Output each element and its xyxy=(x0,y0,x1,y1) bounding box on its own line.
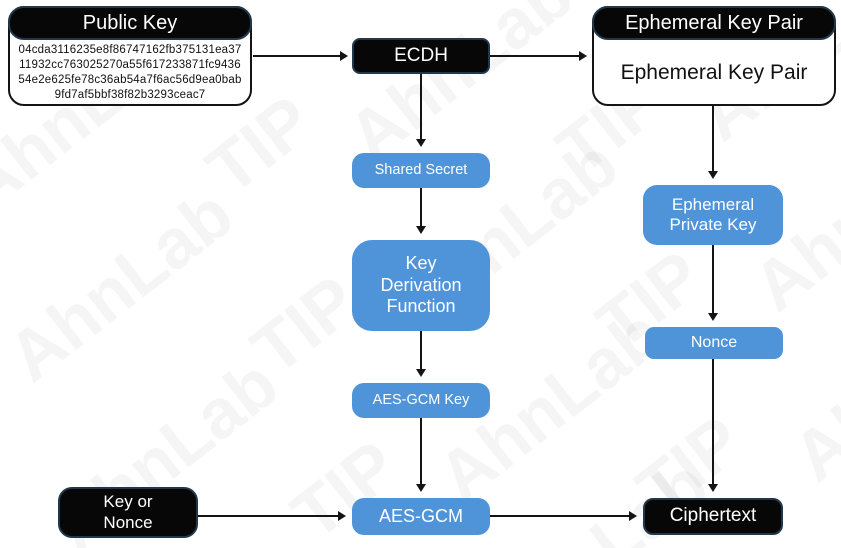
ephemeral-private-key-node: Ephemeral Private Key xyxy=(643,185,783,245)
public-key-hex-line: 54e2e625fe78c36ab54a7f6ac56d9ea0bab xyxy=(18,74,242,86)
arrow-key-or-nonce-to-aes-gcm xyxy=(198,511,346,521)
ecdh-node: ECDH xyxy=(352,38,490,74)
arrowhead-icon xyxy=(416,226,426,239)
arrow-ecdh-to-shared-secret xyxy=(416,74,426,147)
watermark-brand: AhnLab xyxy=(0,174,247,396)
arrow-ecdh-to-ephemeral-key-pair xyxy=(490,51,587,61)
arrowhead-icon xyxy=(579,51,592,61)
ephemeral-key-pair-node: Ephemeral Key Pair Ephemeral Key Pair xyxy=(592,6,836,106)
nonce-node: Nonce xyxy=(645,327,783,359)
public-key-hex-line: 9fd7af5bbf38f82b3293ceac7 xyxy=(54,88,206,101)
arrow-public-key-to-ecdh xyxy=(253,51,348,61)
arrowhead-icon xyxy=(708,313,718,326)
arrowhead-icon xyxy=(416,139,426,152)
public-key-node: Public Key 04cda3116235e8f86747162fb3751… xyxy=(8,6,252,106)
arrowhead-icon xyxy=(708,171,718,184)
key-or-nonce-node: Key or Nonce xyxy=(58,487,198,538)
arrowhead-icon xyxy=(416,484,426,497)
watermark-brand: AhnLab xyxy=(334,0,587,176)
arrow-private-key-to-nonce xyxy=(708,245,718,321)
watermark-brand: AhnLab xyxy=(779,274,841,496)
watermark-brand: AhnLab xyxy=(804,414,841,548)
ephemeral-key-pair-value: Ephemeral Key Pair xyxy=(620,61,808,84)
arrowhead-icon xyxy=(416,369,426,382)
arrowhead-icon xyxy=(629,511,642,521)
arrowhead-icon xyxy=(708,484,718,497)
arrowhead-icon xyxy=(338,511,351,521)
key-derivation-function-node: Key Derivation Function xyxy=(352,240,490,331)
watermark-label: TIP xyxy=(238,261,372,390)
arrow-aes-gcm-to-ciphertext xyxy=(490,511,637,521)
ciphertext-node: Ciphertext xyxy=(643,498,783,535)
public-key-hex-line: 04cda3116235e8f86747162fb375131ea37 xyxy=(18,44,242,57)
arrow-shared-secret-to-kdf xyxy=(416,188,426,234)
ephemeral-key-pair-title: Ephemeral Key Pair xyxy=(592,6,836,40)
aes-gcm-key-node: AES-GCM Key xyxy=(352,383,490,418)
arrowhead-icon xyxy=(340,51,353,61)
shared-secret-node: Shared Secret xyxy=(352,153,490,188)
public-key-title: Public Key xyxy=(8,6,252,40)
aes-gcm-node: AES-GCM xyxy=(352,498,490,535)
arrow-nonce-to-ciphertext xyxy=(708,359,718,492)
arrow-kdf-to-aes-gcm-key xyxy=(416,331,426,377)
arrow-aes-gcm-key-to-aes-gcm xyxy=(416,418,426,492)
public-key-hex-line: 11932cc763025270a55f617233871fc9436 xyxy=(19,59,241,72)
arrow-ephemeral-key-pair-to-private-key xyxy=(708,106,718,179)
public-key-value: 04cda3116235e8f86747162fb375131ea37 1193… xyxy=(10,42,250,104)
